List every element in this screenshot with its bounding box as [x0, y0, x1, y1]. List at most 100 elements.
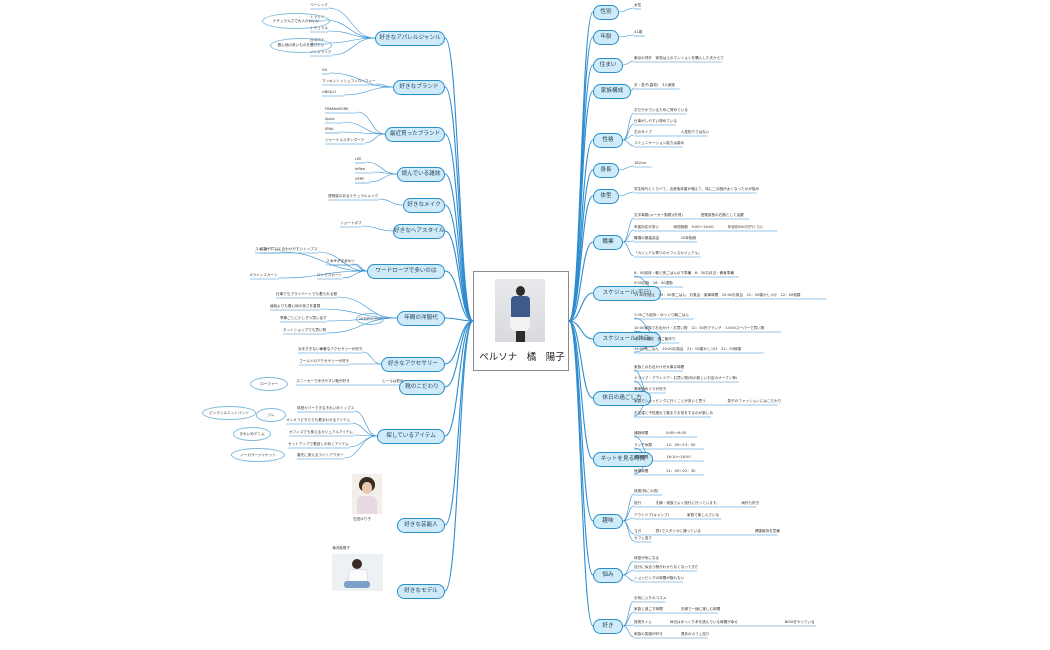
- connector: [327, 7, 376, 39]
- topic-15-item: 読書タイム 休日はゆっくり本を読んでいる時間が幸せ NISAをやっている: [634, 620, 815, 624]
- topic-5-item: おだやかでいるために努めている: [634, 108, 688, 112]
- topic-11-item: お友達と子供連れで集まりお茶をするのが楽しみ: [634, 411, 713, 415]
- topic-5[interactable]: 性格: [593, 132, 623, 148]
- topic-14[interactable]: 悩み: [593, 567, 623, 583]
- topic-left-4-item: LEE: [355, 157, 362, 161]
- topic-left-4-item: InRed: [355, 167, 366, 171]
- topic-left-2[interactable]: 好きなブランド: [393, 79, 445, 95]
- topic-left-8-item: 仕事でもプライベートでも着られる服: [276, 292, 338, 296]
- topic-14-item: 体型が気になる: [634, 556, 660, 560]
- topic-3[interactable]: 住まい: [593, 57, 623, 73]
- topic-left-2-item: GU: [322, 68, 328, 72]
- topic-left-7-item: ストライプシャツ: [326, 259, 355, 263]
- topic-2-item: 41歳: [634, 30, 643, 34]
- topic-left-2-item: マッキントッシュフィロソフィー: [322, 79, 376, 83]
- connector: [317, 251, 368, 272]
- topic-left-5-item: 透明感のあるナチュラルメイク: [328, 194, 379, 198]
- topic-4[interactable]: 家族構成: [593, 83, 631, 99]
- topic-left-6-item: ショートボブ: [340, 221, 362, 225]
- topic-15[interactable]: 好き: [593, 618, 623, 634]
- connector: [331, 37, 376, 56]
- connector: [444, 320, 474, 526]
- topic-12[interactable]: ネットを見る時間: [593, 451, 653, 467]
- topic-12-item: 通勤時間 8:00〜9:00: [634, 431, 687, 435]
- topic-left-11-item: 体型カバーできるきれいめトップス: [297, 406, 355, 410]
- connector: [354, 263, 368, 272]
- connector: [320, 308, 398, 319]
- connector: [444, 173, 474, 322]
- connector: [618, 191, 635, 197]
- connector: [630, 87, 635, 92]
- topic-13-item: カフェ巡り: [634, 536, 652, 540]
- topic-left-3[interactable]: 最近買ったブランド: [385, 126, 445, 142]
- connector: [324, 19, 376, 39]
- topic-10[interactable]: スケジュール(休日): [593, 331, 661, 347]
- topic-left-11-item: オフィスでも使えるカジュアルアイテム: [289, 430, 353, 434]
- oval-note: きれいめデニム: [233, 427, 271, 441]
- connector: [369, 173, 398, 183]
- topic-6[interactable]: 身長: [593, 162, 619, 178]
- central-persona-node[interactable]: ペルソナ 橘 陽子: [473, 271, 569, 371]
- topic-left-8[interactable]: 年間の洋服代: [397, 310, 445, 326]
- topic-13[interactable]: 趣味: [593, 513, 623, 529]
- connector: [342, 121, 386, 135]
- connector: [357, 111, 386, 135]
- persona-photo: [495, 279, 545, 342]
- topic-1-item: 女性: [634, 3, 642, 7]
- topic-5-item: コミュニケーション能力は高め: [634, 141, 685, 145]
- topic-7[interactable]: 体型: [593, 188, 619, 204]
- connector: [568, 241, 594, 322]
- topic-9[interactable]: スケジュール(平日): [593, 285, 661, 301]
- connector: [622, 112, 635, 141]
- model-photo: [332, 554, 383, 591]
- topic-5-item: 芯のタイプ 人見知りではない: [634, 130, 710, 134]
- topic-left-7-item: ロングスカート: [317, 273, 343, 277]
- topic-left-7-item: Aラインスカート: [250, 273, 278, 277]
- topic-13-item: 読書(特に小説): [634, 489, 659, 493]
- topic-left-6[interactable]: 好きなヘアスタイル: [393, 223, 445, 239]
- topic-11[interactable]: 休日の過ごし方: [593, 390, 651, 406]
- topic-left-3-item: FRAMeWORK: [325, 107, 349, 111]
- topic-left-10-item: スニーカーで歩きやすい靴が好き ヒールは低め: [296, 379, 404, 383]
- connector: [350, 422, 378, 437]
- connector: [622, 123, 635, 141]
- topic-left-1[interactable]: 好きなアパレルジャンル: [375, 30, 445, 46]
- topic-5-item: 仕事がしやすい努めている: [634, 119, 678, 123]
- topic-left-1-item: ベーシック: [310, 3, 328, 7]
- connector: [568, 320, 594, 522]
- topic-12-item: ランチ休憩 12：00〜13：00: [634, 443, 696, 447]
- topic-2[interactable]: 年齢: [593, 29, 619, 45]
- topic-left-1-item: メンズライク: [310, 50, 332, 54]
- connector: [326, 317, 398, 334]
- topic-left-2-item: UNIQLO: [322, 90, 336, 94]
- topic-15-item: 家族と過ごす時間 夫婦で一緒に楽しむ時間: [634, 607, 721, 611]
- topic-13-item: ヨガ 週1でスタジオに通っている 健康維持を意識: [634, 529, 780, 533]
- topic-left-4[interactable]: 読んでいる雑誌: [397, 166, 445, 182]
- connector: [343, 86, 394, 96]
- topic-1[interactable]: 性別: [593, 4, 619, 20]
- topic-left-9[interactable]: 好きなアクセサリー: [381, 356, 445, 372]
- topic-left-5[interactable]: 好きなメイク: [403, 197, 445, 213]
- connector: [618, 165, 635, 171]
- topic-left-12[interactable]: 好きな芸能人: [397, 517, 445, 533]
- celebrity-photo: [352, 474, 382, 514]
- connector: [568, 90, 594, 322]
- topic-15-item: お気に入りのコスメ: [634, 596, 667, 600]
- topic-left-7[interactable]: ワードローブで多いのは: [367, 263, 445, 279]
- connector: [622, 517, 635, 522]
- topic-13-item: アウトドア(キャンプ) 家族で楽しんでいる: [634, 513, 720, 517]
- topic-15-item: 家族の笑顔が好き 週末のカフェ巡り: [634, 632, 710, 636]
- connector: [622, 229, 635, 243]
- topic-8[interactable]: 職業: [593, 234, 623, 250]
- topic-11-item: ドライブ・アウトドア・お買い物(何か新しいお店のオープン等): [634, 376, 738, 380]
- topic-left-13[interactable]: 好きなモデル: [397, 583, 445, 599]
- topic-left-7-item: カーディガン: [330, 259, 352, 263]
- topic-10-item: 7:00ごろ起床・ゆっくり朝ごはん: [634, 313, 689, 317]
- connector: [622, 611, 635, 627]
- connector: [337, 296, 398, 319]
- topic-left-11[interactable]: 探しているアイテム: [377, 428, 445, 444]
- connector: [568, 320, 594, 340]
- topic-left-10[interactable]: 靴のこだわり: [399, 379, 445, 395]
- topic-10-item: 18：00帰宅 夜ご飯作り: [634, 337, 676, 341]
